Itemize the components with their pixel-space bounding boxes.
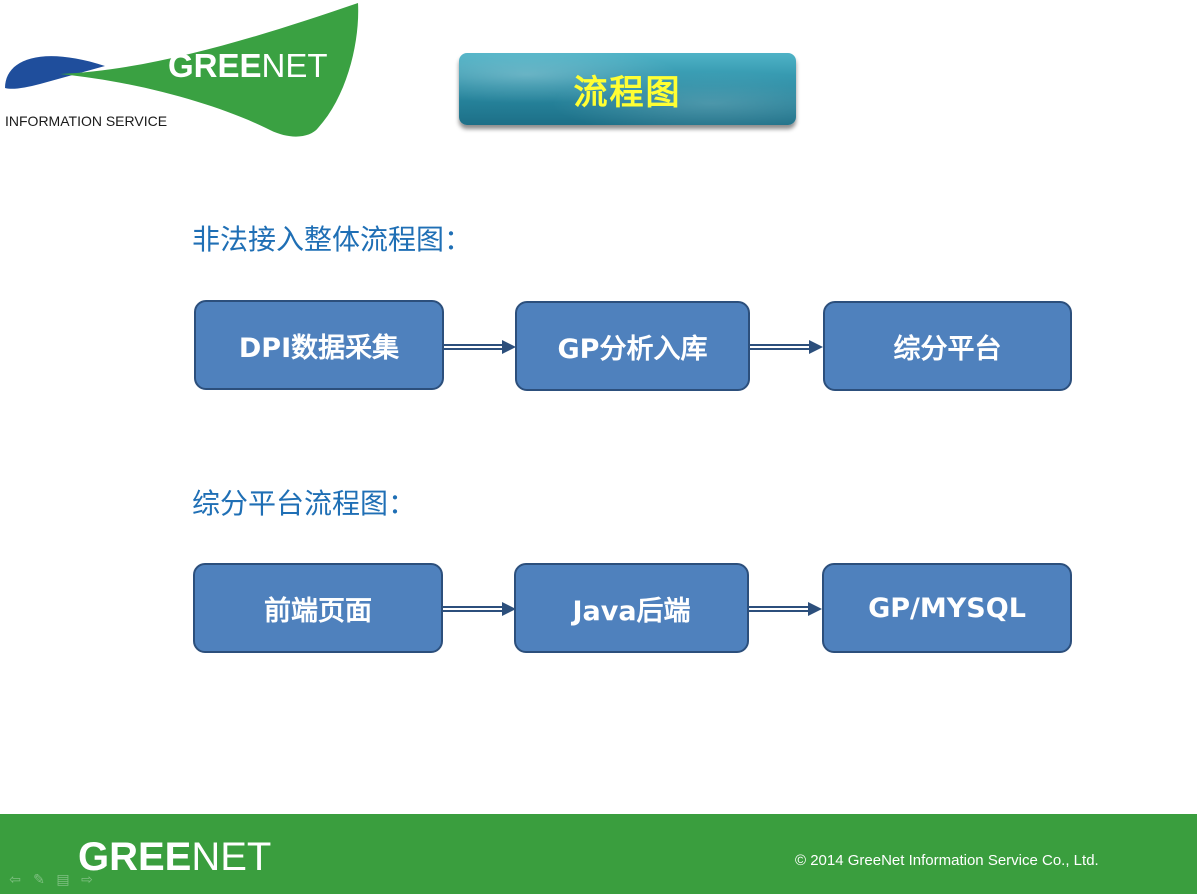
slide-title-box: 流程图 — [459, 53, 796, 125]
arrow-connector — [749, 602, 822, 616]
node-frontend-page: 前端页面 — [193, 563, 443, 653]
footer-copyright: © 2014 GreeNet Information Service Co., … — [795, 852, 1099, 869]
node-java-backend: Java后端 — [514, 563, 749, 653]
logo-subtitle: INFORMATION SERVICE — [5, 113, 168, 129]
header-logo: GREENET INFORMATION SERVICE — [0, 0, 370, 145]
forward-arrow-icon[interactable]: ⇨ — [81, 872, 93, 888]
arrow-connector — [444, 340, 516, 354]
arrow-connector — [443, 602, 516, 616]
logo-swoosh-graphic — [5, 3, 359, 137]
back-arrow-icon[interactable]: ⇦ — [9, 872, 21, 888]
section-title-overall-flow: 非法接入整体流程图： — [192, 223, 473, 256]
footer-bar: GREENET © 2014 GreeNet Information Servi… — [0, 814, 1197, 894]
logo-wordmark: GREENET — [168, 47, 328, 84]
footer-logo: GREENET — [78, 835, 272, 879]
slide-title: 流程图 — [573, 72, 682, 113]
node-gp-mysql: GP/MYSQL — [822, 563, 1072, 653]
slide-nav-controls: ⇦ ✎ ▤ ⇨ — [6, 872, 96, 888]
section-title-platform-flow: 综分平台流程图： — [192, 487, 417, 520]
node-dpi-collection: DPI数据采集 — [194, 300, 444, 390]
node-zongfen-platform: 综分平台 — [823, 301, 1072, 391]
menu-icon[interactable]: ▤ — [56, 872, 70, 888]
node-gp-analysis: GP分析入库 — [515, 301, 750, 391]
arrow-connector — [750, 340, 823, 354]
pen-icon[interactable]: ✎ — [33, 872, 45, 888]
